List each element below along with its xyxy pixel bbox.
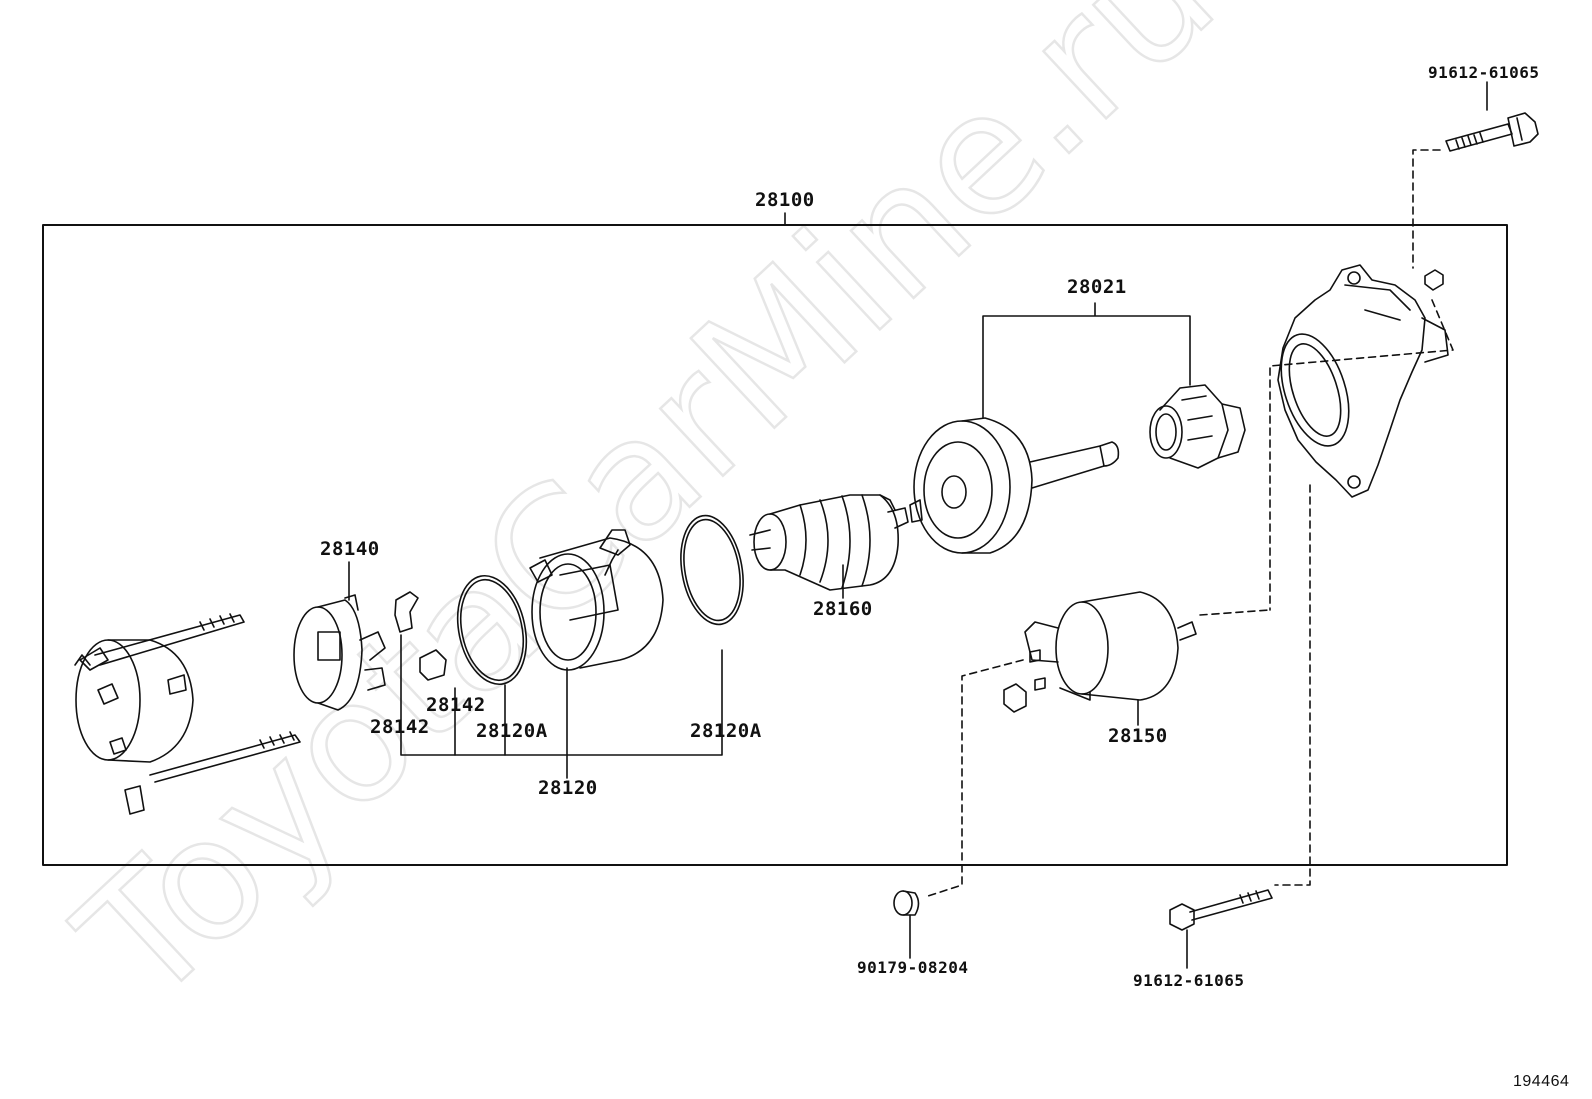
clip-a-part <box>394 591 419 633</box>
leader-solenoid-dash-1 <box>1199 609 1271 616</box>
label-clip-b: 28142 <box>426 694 486 716</box>
bracket-28021 <box>982 302 1191 419</box>
leader-bolt-top <box>1412 149 1441 269</box>
bracket-28142-left <box>400 634 723 756</box>
figure-number: 194464 <box>1513 1073 1570 1090</box>
ring-right-part <box>680 514 744 626</box>
nut-part <box>893 890 920 916</box>
leader-solenoid-dash-2 <box>924 659 1024 898</box>
assembly-frame <box>42 224 1508 866</box>
label-yoke: 28120 <box>538 777 598 799</box>
bolt-top-part <box>1445 81 1539 152</box>
end-frame-part <box>74 613 301 815</box>
armature-part <box>749 494 909 591</box>
label-bolt-top: 91612-61065 <box>1428 63 1540 82</box>
ring-left-part <box>456 574 528 686</box>
drive-housing-part <box>1277 264 1449 498</box>
label-solenoid: 28150 <box>1108 725 1168 747</box>
yoke-part <box>529 529 664 671</box>
bolt-bottom-part <box>1169 889 1273 931</box>
brush-holder-part <box>293 594 386 711</box>
clip-b-part <box>419 649 447 681</box>
leader-housing-dash-1 <box>1269 299 1454 611</box>
label-clip-a: 28142 <box>370 716 430 738</box>
solenoid-nut <box>1003 683 1027 713</box>
clutch-part <box>909 417 1120 554</box>
label-ring-left: 28120A <box>476 720 548 742</box>
leader-housing-dash-2 <box>1274 484 1311 886</box>
label-brush-holder: 28140 <box>320 538 380 560</box>
solenoid-part <box>1024 591 1197 701</box>
pinion-part <box>1149 384 1246 469</box>
ring-left-inner <box>459 578 525 682</box>
label-drive-group: 28021 <box>1067 276 1127 298</box>
label-nut: 90179-08204 <box>857 958 969 977</box>
label-assembly: 28100 <box>755 189 815 211</box>
label-bolt-bottom: 91612-61065 <box>1133 971 1245 990</box>
ring-right-inner <box>683 518 741 622</box>
label-ring-right: 28120A <box>690 720 762 742</box>
label-armature: 28160 <box>813 598 873 620</box>
